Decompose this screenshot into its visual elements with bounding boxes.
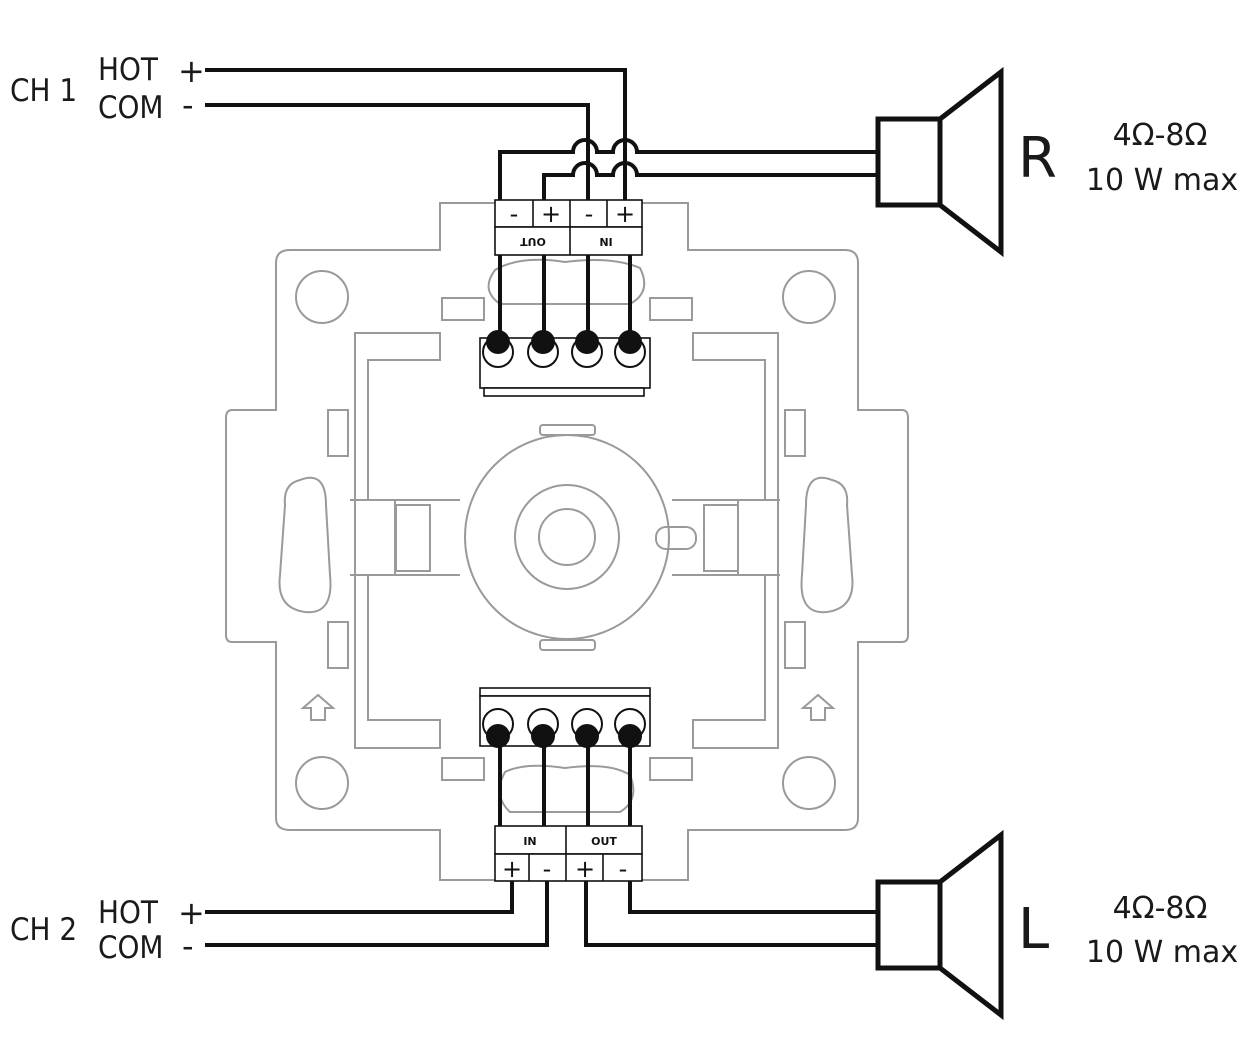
hot-label: HOT [98, 895, 159, 931]
wire-ch2-hot [205, 881, 514, 914]
terminal-block-bottom: IN OUT + - + - [479, 687, 651, 883]
terminal-sign: - [619, 855, 628, 883]
wires-ch1 [205, 68, 880, 354]
hot-sign: + [178, 52, 205, 90]
slot [649, 757, 693, 781]
hot-sign: + [178, 894, 205, 932]
slot [649, 297, 693, 321]
up-arrow-icon [800, 693, 836, 721]
terminal-sign: + [575, 855, 595, 883]
terminal-sign: + [615, 200, 635, 228]
terminal-sign: + [502, 855, 522, 883]
slot [441, 757, 485, 781]
terminal-sign: + [541, 200, 561, 228]
wire-l-plus [584, 881, 880, 947]
terminal-group-label: OUT [520, 235, 546, 248]
terminal-sign: - [510, 200, 519, 228]
com-sign: - [182, 927, 194, 965]
hot-label: HOT [98, 52, 159, 88]
speaker-letter: R [1018, 126, 1057, 191]
wire-ends [486, 330, 642, 354]
slot [784, 409, 806, 457]
channel-label: CH 2 [10, 912, 77, 948]
wires-ch2 [205, 724, 880, 947]
terminal-sign: - [585, 200, 594, 228]
speaker-r [875, 66, 1004, 258]
terminal-group-label: OUT [591, 835, 617, 848]
wire-r-minus [542, 161, 880, 200]
speaker-l [875, 829, 1004, 1021]
channel-label: CH 1 [10, 73, 77, 109]
slot [327, 409, 349, 457]
wire-ends [486, 724, 642, 748]
labels: CH 1 HOT + COM - CH 2 HOT + COM - R 4Ω-8… [10, 52, 1238, 970]
center-knob-ring [464, 434, 670, 640]
speaker-letter: L [1018, 897, 1049, 962]
mount-hole-top-left [295, 270, 349, 324]
up-arrow-icon [300, 693, 336, 721]
wire-ch1-com [205, 103, 590, 200]
terminal-sign: - [543, 855, 552, 883]
impedance-label: 4Ω-8Ω [1113, 118, 1208, 153]
mount-hole-top-right [782, 270, 836, 324]
wire-ch2-com [205, 881, 549, 947]
mount-hole-bottom-right [782, 756, 836, 810]
power-label: 10 W max [1086, 163, 1238, 198]
power-label: 10 W max [1086, 935, 1238, 970]
com-label: COM [98, 90, 164, 126]
wire-ch1-hot [205, 68, 627, 200]
device-body [225, 202, 909, 881]
terminal-block-top: - + - + OUT IN [479, 199, 651, 397]
com-label: COM [98, 930, 164, 966]
slot [327, 621, 349, 669]
center-shaft [538, 508, 596, 566]
slot [784, 621, 806, 669]
impedance-label: 4Ω-8Ω [1113, 891, 1208, 926]
com-sign: - [182, 86, 194, 124]
wire-l-minus [628, 881, 880, 914]
slot [441, 297, 485, 321]
terminal-group-label: IN [599, 235, 612, 248]
mount-hole-bottom-left [295, 756, 349, 810]
terminal-group-label: IN [523, 835, 536, 848]
wire-r-plus [498, 138, 880, 200]
